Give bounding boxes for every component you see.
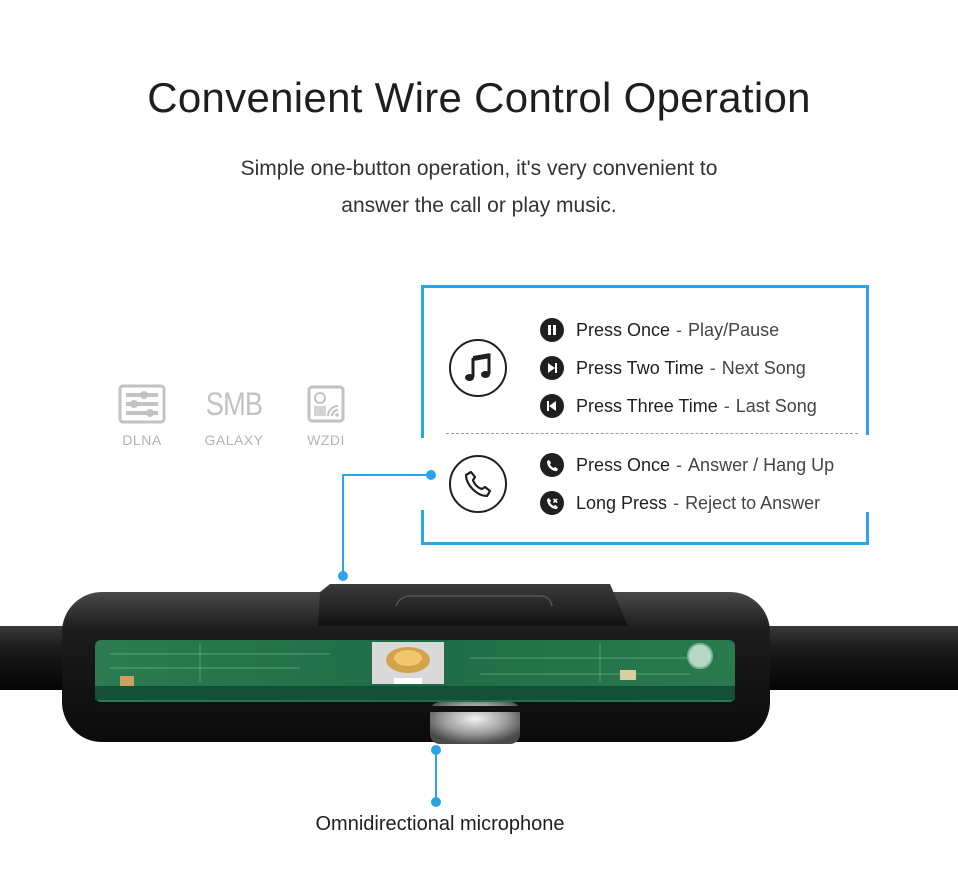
- control-sep: -: [709, 357, 716, 378]
- control-desc: Last Song: [735, 395, 817, 416]
- page-title: Convenient Wire Control Operation: [147, 74, 811, 121]
- controls-frame: [421, 285, 869, 545]
- controls-divider: [446, 433, 858, 434]
- phone-glyph: [464, 470, 492, 498]
- tactile-switch: [372, 642, 444, 684]
- control-sep: -: [676, 319, 683, 340]
- control-desc: Answer / Hang Up: [688, 454, 835, 475]
- control-key: Press Once: [576, 454, 671, 475]
- logo-wzdi-label: WZDI: [307, 432, 345, 448]
- call-control-answer: Press Once - Answer / Hang Up: [540, 451, 834, 479]
- microphone-capsule: [95, 702, 735, 744]
- callout-dot: [431, 745, 441, 755]
- music-control-play-pause: Press Once - Play/Pause: [540, 316, 779, 344]
- logo-wzdi: WZDI: [298, 384, 354, 448]
- control-key: Long Press: [576, 492, 668, 513]
- callout-dot: [338, 571, 348, 581]
- control-sep: -: [673, 492, 680, 513]
- music-control-previous: Press Three Time - Last Song: [540, 392, 817, 420]
- control-key: Press Two Time: [576, 357, 704, 378]
- wzdi-icon: [307, 385, 345, 423]
- logo-dlna: DLNA: [112, 384, 172, 448]
- callout-dot: [426, 470, 436, 480]
- music-note-icon: [449, 339, 507, 397]
- control-sep: -: [676, 454, 683, 475]
- controls-frame-edge: [866, 285, 869, 435]
- subtitle-line-1: Simple one-button operation, it's very c…: [240, 157, 718, 180]
- logo-dlna-label: DLNA: [122, 432, 162, 448]
- smb-logo: SMB: [205, 386, 263, 422]
- page-subtitle: Simple one-button operation, it's very c…: [0, 150, 958, 224]
- music-note-glyph: [465, 353, 491, 381]
- control-button: [318, 584, 628, 626]
- microphone-callout-line: [435, 748, 437, 802]
- control-key: Press Three Time: [576, 395, 718, 416]
- play-pause-icon: [540, 318, 564, 342]
- music-control-next: Press Two Time - Next Song: [540, 354, 806, 382]
- control-key: Press Once: [576, 319, 671, 340]
- microphone-label: Omnidirectional microphone: [315, 813, 565, 835]
- callout-dot: [431, 797, 441, 807]
- control-desc: Reject to Answer: [685, 492, 821, 513]
- controls-frame-edge: [866, 512, 869, 545]
- callout-line: [343, 474, 431, 476]
- control-desc: Play/Pause: [688, 319, 780, 340]
- logo-galaxy: SMB GALAXY: [194, 384, 274, 448]
- control-desc: Next Song: [721, 357, 806, 378]
- previous-track-icon: [540, 394, 564, 418]
- logo-galaxy-label: GALAXY: [204, 432, 264, 448]
- phone-icon: [449, 455, 507, 513]
- dlna-icon: [118, 384, 166, 424]
- cable-right: [750, 626, 958, 690]
- control-sep: -: [723, 395, 730, 416]
- callout-line: [342, 474, 344, 574]
- phone-reject-icon: [540, 491, 564, 515]
- next-track-icon: [540, 356, 564, 380]
- phone-answer-icon: [540, 453, 564, 477]
- call-control-reject: Long Press - Reject to Answer: [540, 489, 820, 517]
- subtitle-line-2: answer the call or play music.: [341, 194, 617, 217]
- inline-remote-illustration: [0, 584, 958, 744]
